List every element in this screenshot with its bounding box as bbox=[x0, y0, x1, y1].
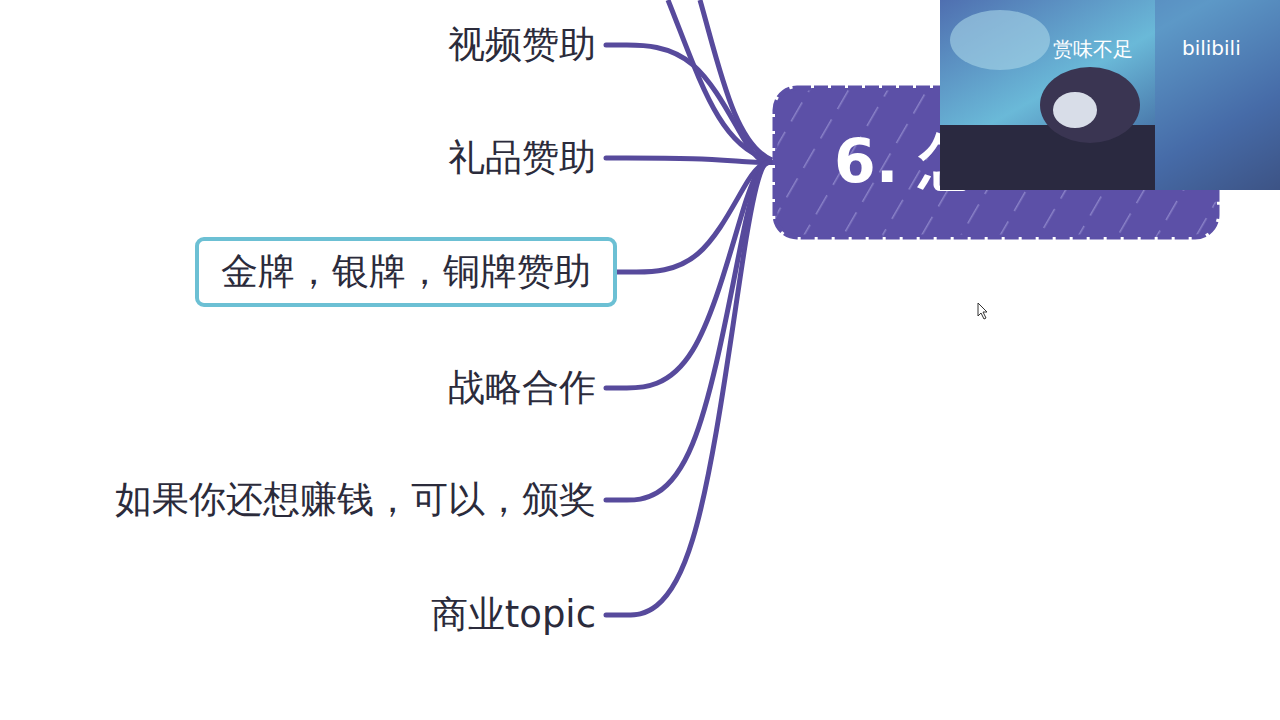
channel-name: 赏味不足 bbox=[1053, 36, 1133, 63]
thumbnail-image bbox=[940, 0, 1280, 190]
offscreen-branch bbox=[700, 0, 772, 160]
offscreen-branch bbox=[668, 0, 772, 160]
node-text: 视频赞助 bbox=[448, 24, 596, 67]
watermark: bilibili bbox=[1182, 36, 1241, 60]
branch-item: 商业topic bbox=[421, 590, 606, 641]
mouse-cursor bbox=[978, 303, 987, 319]
node-text: 金牌，银牌，铜牌赞助 bbox=[221, 251, 591, 294]
branch-line bbox=[606, 163, 772, 500]
branch-item: 如果你还想赚钱，可以，颁奖 bbox=[105, 475, 606, 526]
branch-item: 视频赞助 bbox=[438, 20, 606, 71]
branch-line bbox=[606, 163, 772, 388]
node-text: 战略合作 bbox=[448, 367, 596, 410]
video-thumbnail bbox=[940, 0, 1280, 190]
branch-item: 礼品赞助 bbox=[438, 133, 606, 184]
node-text: 礼品赞助 bbox=[448, 137, 596, 180]
branch-item: 战略合作 bbox=[438, 363, 606, 414]
highlighted-branch: 金牌，银牌，铜牌赞助 bbox=[195, 237, 617, 308]
node-text: 商业topic bbox=[431, 594, 596, 637]
branch-line bbox=[606, 163, 772, 615]
branch-line bbox=[606, 158, 772, 163]
node-text: 如果你还想赚钱，可以，颁奖 bbox=[115, 479, 596, 522]
branch-line bbox=[606, 45, 772, 163]
